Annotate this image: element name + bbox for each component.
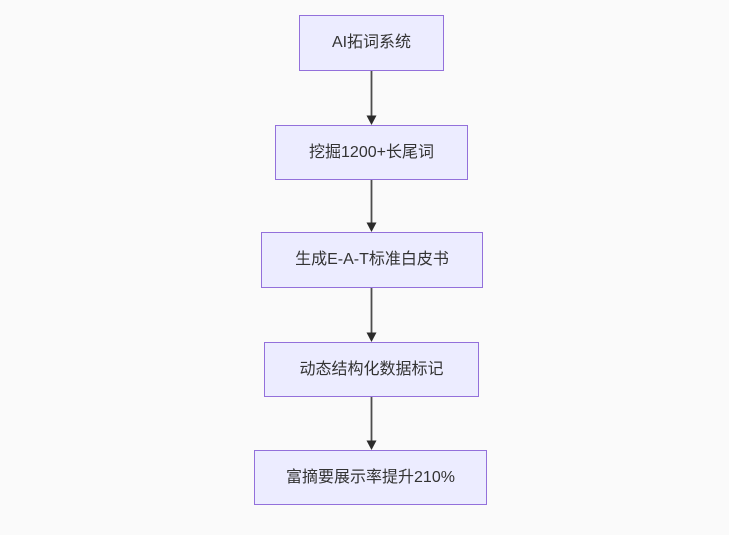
edge-arrow [366,71,377,125]
flow-node-longtail-mining: 挖掘1200+长尾词 [275,125,468,180]
flow-node-label: AI拓词系统 [331,34,412,52]
flow-node-label: 挖掘1200+长尾词 [309,143,434,161]
flow-node-rich-snippet-result: 富摘要展示率提升210% [254,450,487,505]
edge-arrow [366,288,377,342]
flow-node-label: 动态结构化数据标记 [299,360,444,378]
edge-arrow [366,180,377,232]
flow-node-structured-data: 动态结构化数据标记 [264,342,479,397]
flow-node-ai-word-expansion: AI拓词系统 [299,15,444,71]
flow-node-label: 生成E-A-T标准白皮书 [295,251,449,269]
edge-arrow [366,397,377,450]
flow-node-label: 富摘要展示率提升210% [286,468,455,486]
flow-node-eat-whitepaper: 生成E-A-T标准白皮书 [261,232,483,288]
